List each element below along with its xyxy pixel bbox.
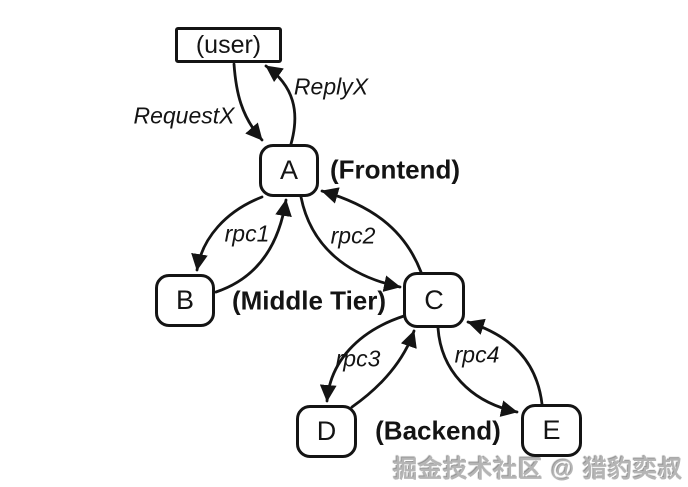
node-a: A [259,144,319,197]
edge-rpc3-return-arrow [350,329,417,409]
node-b-label: B [175,285,194,315]
tier-label-backend: (Backend) [375,415,501,446]
node-d: D [296,405,357,458]
edge-rpc3-call-arrow [319,314,406,403]
edge-rpc2-call-arrow [299,195,402,292]
edge-label-rpc4: rpc4 [454,341,500,368]
watermark: 掘金技术社区 @ 猎豹奕叔 [393,456,683,483]
edge-rpc2-return-arrow [320,187,423,274]
tier-label-frontend: (Frontend) [330,154,460,185]
edge-rpc4-call-arrow [436,326,519,417]
edge-label-rpc1: rpc1 [224,220,270,247]
edge-requestx-arrow [232,62,264,142]
node-user-label: (user) [195,30,262,59]
node-d-label: D [316,416,337,446]
edge-label-rpc2: rpc2 [330,222,376,249]
edge-rpc1-return-arrow [214,198,292,294]
tier-label-middle-tier: (Middle Tier) [231,285,387,316]
node-a-label: A [279,155,298,185]
edge-label-rpc3: rpc3 [335,345,381,372]
edge-replyx-arrow [264,64,297,146]
node-c-label: C [424,284,444,315]
node-user: (user) [175,27,282,63]
node-e-label: E [542,415,561,445]
node-e: E [521,404,582,457]
edge-rpc1-call-arrow [191,195,264,272]
edge-label-requestx: RequestX [133,102,235,129]
edge-label-replyx: ReplyX [293,73,369,100]
node-c: C [403,272,465,328]
node-b: B [155,274,215,327]
edge-rpc4-return-arrow [466,318,544,406]
